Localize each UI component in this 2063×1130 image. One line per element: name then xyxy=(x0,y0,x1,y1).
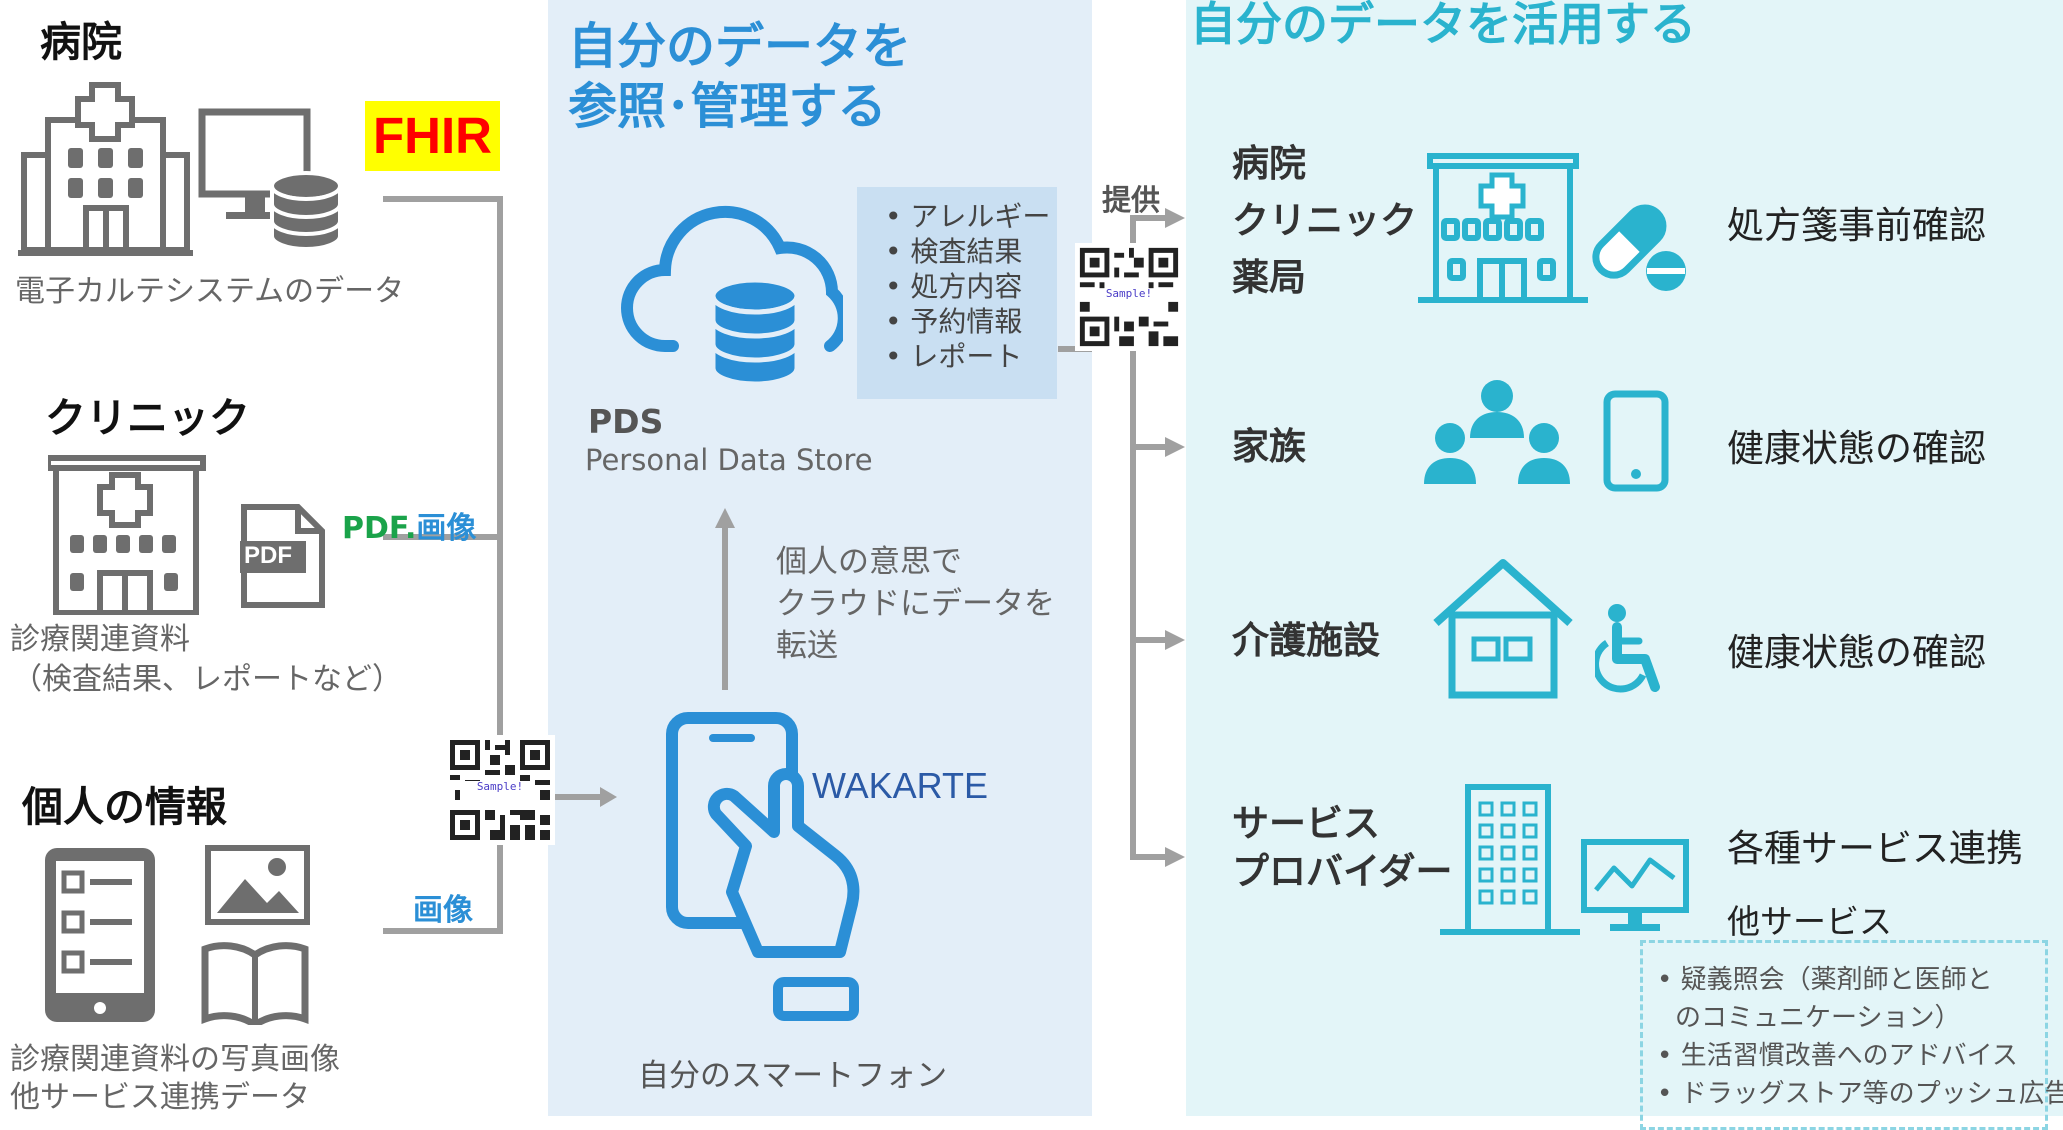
tablet-device-icon xyxy=(1603,390,1669,492)
data-item: • レポート xyxy=(885,340,1023,373)
teal-hospital-icon xyxy=(1418,153,1588,303)
target-line: 薬局 xyxy=(1232,256,1306,299)
smartphone-hand-icon xyxy=(666,712,860,1021)
app-name-label: WAKARTE xyxy=(812,765,989,806)
pds-title: PDS xyxy=(588,402,664,441)
data-item-text: 検査結果 xyxy=(910,235,1023,268)
data-item-text: 処方内容 xyxy=(910,270,1023,303)
pds-subtitle: Personal Data Store xyxy=(585,443,873,477)
fhir-format-label: FHIR xyxy=(365,101,500,171)
manage-title-line2: 参照･管理する xyxy=(568,78,887,135)
other-services-box: • 疑義照会（薬剤師と医師と のコミュニケーション） • 生活習慣改善へのアドバ… xyxy=(1640,940,2063,1130)
clinic-title: クリニック xyxy=(45,394,250,442)
target-care-facility-label: 介護施設 xyxy=(1232,612,1380,669)
smartphone-caption: 自分のスマートフォン xyxy=(638,1058,948,1094)
utilize-title: 自分のデータを活用する xyxy=(1190,0,1696,51)
personal-caption-line2: 他サービス連携データ xyxy=(10,1080,310,1115)
wheelchair-icon xyxy=(1595,604,1660,693)
photo-image-icon xyxy=(205,845,310,925)
other-service-item: • ドラッグストア等のプッシュ広告 xyxy=(1657,1075,2063,1113)
pdf-file-icon: PDF xyxy=(240,503,326,609)
family-people-icon xyxy=(1424,380,1570,484)
qr-sample-label: Sample! xyxy=(1105,287,1153,300)
monitor-chart-icon xyxy=(1581,839,1689,931)
qr-sample-label: Sample! xyxy=(476,780,524,793)
target-line: サービス xyxy=(1232,802,1380,845)
service-prescription-check: 処方箋事前確認 xyxy=(1727,204,1986,247)
data-item: • アレルギー xyxy=(885,200,1051,233)
data-items-list: • アレルギー • 検査結果 • 処方内容 • 予約情報 • レポート xyxy=(885,199,1050,374)
target-family-label: 家族 xyxy=(1232,418,1306,475)
other-service-item-continued: のコミュニケーション） xyxy=(1657,999,2063,1037)
transfer-line: 転送 xyxy=(776,628,838,664)
data-item-text: 予約情報 xyxy=(910,305,1023,338)
hospital-building-icon xyxy=(18,82,193,256)
cloud-database-icon xyxy=(621,205,843,387)
other-service-text: 疑義照会（薬剤師と医師と xyxy=(1680,965,1993,995)
checklist-tablet-icon xyxy=(45,848,155,1022)
other-service-item: • 生活習慣改善へのアドバイス xyxy=(1657,1041,2018,1071)
office-building-icon xyxy=(1440,784,1580,935)
other-service-text: ドラッグストア等のプッシュ広告 xyxy=(1680,1079,2063,1109)
other-service-text: のコミュニケーション） xyxy=(1675,1003,1961,1033)
pdf-format-text: PDF xyxy=(342,511,405,546)
hospital-caption: 電子カルテシステムのデータ xyxy=(15,274,405,309)
data-item: • 検査結果 xyxy=(885,235,1023,268)
other-service-item: • 疑義照会（薬剤師と医師と xyxy=(1657,965,1993,995)
personal-caption-line1: 診療関連資料の写真画像 xyxy=(10,1042,340,1077)
share-qr-code: Sample! xyxy=(1075,243,1183,351)
target-medical-label: 病院 クリニック 薬局 xyxy=(1232,135,1417,306)
service-health-check-care: 健康状態の確認 xyxy=(1727,631,1986,674)
personal-image-format-label: 画像 xyxy=(413,893,473,928)
manage-title-line1: 自分のデータを xyxy=(568,18,912,75)
pdf-icon-text: PDF xyxy=(244,542,292,569)
target-line: 介護施設 xyxy=(1232,619,1380,662)
target-line: 病院 xyxy=(1232,142,1306,185)
transfer-line: クラウドにデータを xyxy=(776,586,1055,622)
service-health-check-family: 健康状態の確認 xyxy=(1727,427,1986,470)
other-service-text: 生活習慣改善へのアドバイス xyxy=(1680,1041,2018,1071)
data-items-panel: • アレルギー • 検査結果 • 処方内容 • 予約情報 • レポート xyxy=(857,187,1057,399)
computer-database-icon xyxy=(198,108,342,252)
target-line: クリニック xyxy=(1232,199,1417,242)
personal-info-title: 個人の情報 xyxy=(22,783,227,831)
transfer-line: 個人の意思で xyxy=(776,544,962,580)
clinic-caption-line1: 診療関連資料 xyxy=(10,622,190,657)
transfer-description: 個人の意思で クラウドにデータを 転送 xyxy=(776,541,1055,667)
data-item-text: アレルギー xyxy=(910,200,1051,233)
hospital-title: 病院 xyxy=(40,18,122,66)
medicine-capsule-icon xyxy=(1592,204,1686,291)
provide-label: 提供 xyxy=(1102,183,1161,217)
image-format-text: 画像 xyxy=(416,511,477,546)
care-facility-house-icon xyxy=(1433,559,1573,699)
data-item: • 予約情報 xyxy=(885,305,1023,338)
other-services-title: 他サービス xyxy=(1727,902,1892,941)
target-line: 家族 xyxy=(1232,425,1306,468)
target-line: プロバイダー xyxy=(1232,850,1453,893)
target-service-provider-label: サービス プロバイダー xyxy=(1232,800,1453,896)
format-dot: . xyxy=(404,511,417,546)
data-item: • 処方内容 xyxy=(885,270,1023,303)
clinic-building-icon xyxy=(48,455,206,615)
book-icon xyxy=(201,942,309,1025)
pdf-image-format-label: PDF.画像 xyxy=(342,503,476,547)
service-integration: 各種サービス連携 xyxy=(1727,827,2023,870)
clinic-caption-line2: （検査結果、レポートなど） xyxy=(12,662,402,697)
upload-qr-code: Sample! xyxy=(445,735,555,845)
other-services-list: • 疑義照会（薬剤師と医師と のコミュニケーション） • 生活習慣改善へのアドバ… xyxy=(1657,961,2063,1113)
data-item-text: レポート xyxy=(910,340,1023,373)
